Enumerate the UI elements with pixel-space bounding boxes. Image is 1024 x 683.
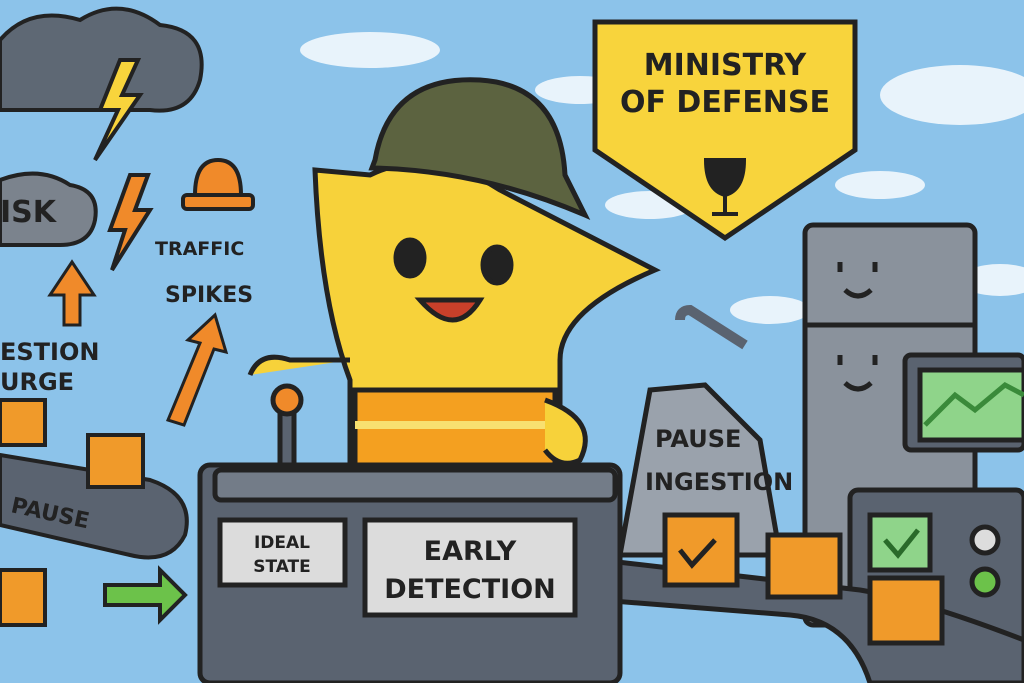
right-arrow-icon <box>103 565 188 625</box>
pause-ingestion-sign <box>617 304 783 558</box>
control-console <box>197 383 623 683</box>
up-arrow-icons <box>47 259 229 427</box>
risk-label: ISK <box>0 195 58 230</box>
ingestion-surge-line2: URGE <box>0 368 74 396</box>
early-detection-line2: DETECTION <box>384 574 556 605</box>
ideal-state-line1: IDEAL <box>254 533 310 553</box>
box-icon <box>0 398 47 447</box>
checked-box-icon <box>662 512 740 588</box>
box-icon <box>0 568 47 627</box>
ministry-shield <box>592 19 858 242</box>
shield-title-line2: OF DEFENSE <box>620 85 830 120</box>
mascot <box>247 77 661 473</box>
right-conveyor <box>597 512 1024 683</box>
traffic-label-line2: SPIKES <box>165 283 253 308</box>
early-detection-line1: EARLY <box>424 536 517 567</box>
box-icon <box>765 532 843 600</box>
storm-cloud <box>0 6 204 272</box>
pause-conveyor <box>0 398 189 627</box>
server-machines <box>802 222 1024 653</box>
logo-glass-icon <box>703 158 747 216</box>
lightning-icon <box>107 173 154 272</box>
box-icon <box>867 575 945 646</box>
box-icon <box>86 433 145 489</box>
shield-title-line1: MINISTRY <box>644 48 808 83</box>
sign-line1: PAUSE <box>655 425 741 453</box>
sign-line2: INGESTION <box>645 468 793 496</box>
ingestion-surge-line1: ESTION <box>0 338 99 366</box>
ideal-state-line2: STATE <box>253 557 311 577</box>
safety-vest <box>352 387 558 473</box>
traffic-label-line1: TRAFFIC <box>155 238 244 260</box>
helmet-icon <box>368 77 591 220</box>
lightning-icon <box>93 58 144 162</box>
siren-icon <box>181 157 255 211</box>
